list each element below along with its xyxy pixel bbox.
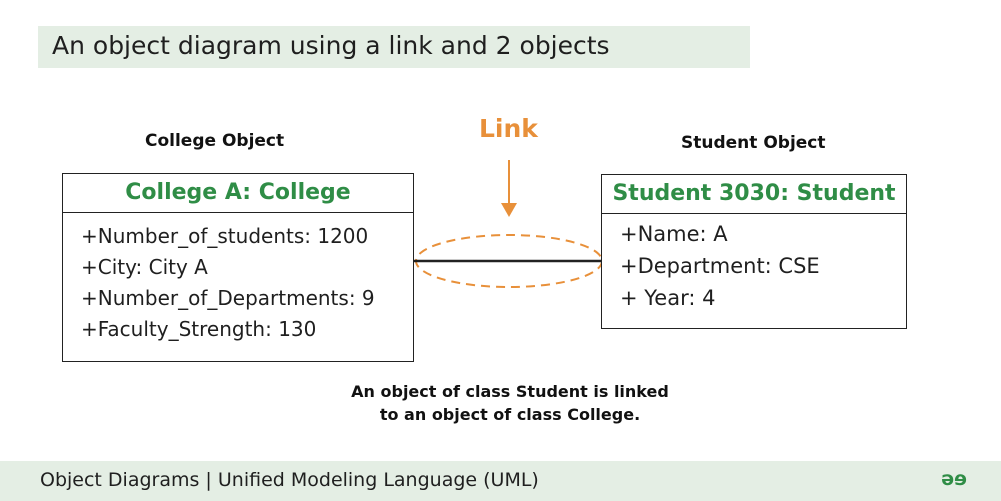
college-object-header: College A: College	[63, 174, 413, 213]
student-object-header: Student 3030: Student	[602, 175, 906, 214]
college-object-caption: College Object	[145, 131, 285, 151]
note-line: An object of class Student is linked	[351, 382, 669, 401]
link-arrow-head	[501, 203, 517, 217]
diagram-note: An object of class Student is linked to …	[300, 380, 720, 426]
college-attribute: +Number_of_Departments: 9	[81, 286, 375, 310]
page-title: An object diagram using a link and 2 obj…	[52, 31, 610, 60]
student-attribute-list: +Name: A +Department: CSE + Year: 4	[602, 214, 906, 314]
student-attribute: +Name: A	[620, 222, 728, 246]
student-object-caption: Student Object	[681, 133, 826, 153]
link-label: Link	[479, 114, 538, 143]
footer-title: Object Diagrams | Unified Modeling Langu…	[40, 469, 539, 491]
college-attribute: +City: City A	[81, 255, 208, 279]
note-line: to an object of class College.	[379, 405, 641, 424]
college-object-box: College A: College +Number_of_students: …	[62, 173, 414, 362]
college-attribute: +Faculty_Strength: 130	[81, 317, 317, 341]
student-attribute: +Department: CSE	[620, 254, 820, 278]
college-attribute: +Number_of_students: 1200	[81, 224, 369, 248]
footer-bar: Object Diagrams | Unified Modeling Langu…	[0, 461, 1001, 501]
student-attribute: + Year: 4	[620, 286, 716, 310]
title-bar: An object diagram using a link and 2 obj…	[38, 26, 750, 68]
student-object-box: Student 3030: Student +Name: A +Departme…	[601, 174, 907, 329]
gfg-logo-icon[interactable]: əɘ	[941, 468, 967, 490]
college-attribute-list: +Number_of_students: 1200 +City: City A …	[63, 213, 413, 345]
